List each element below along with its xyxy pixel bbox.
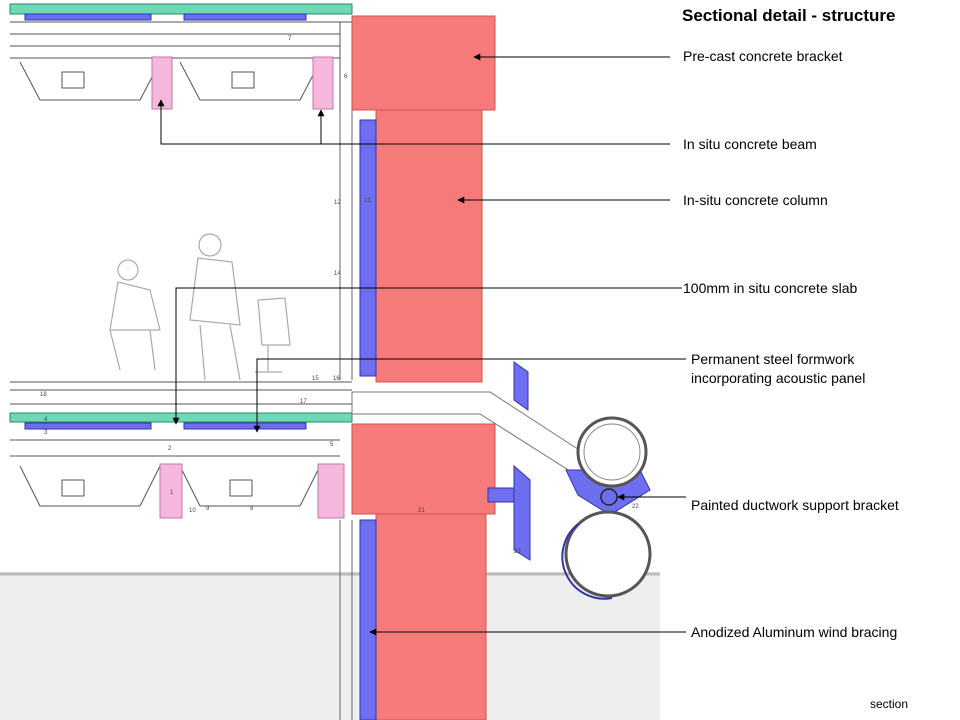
drawing-number: 9: [206, 506, 210, 512]
duct-lower: [564, 510, 652, 598]
insitu-concrete-column-upper: [375, 109, 483, 383]
precast-concrete-bracket-lower: [351, 423, 496, 515]
leader-slab: [172, 287, 682, 425]
callout-formwork-line1: Permanent steel formwork: [691, 351, 855, 367]
page-title: Sectional detail - structure: [682, 6, 896, 25]
upper-insitu-beam-right: [312, 56, 334, 110]
upper-acoustic-panel-left: [24, 13, 152, 21]
callout-duct-bracket: Painted ductwork support bracket: [691, 497, 899, 513]
paper-shade-band: [0, 572, 660, 720]
people-silhouettes: [109, 233, 291, 381]
drawing-number: 1: [170, 490, 174, 496]
duct-bracket-fin-lower: [513, 464, 531, 561]
drawing-number: 14: [334, 271, 341, 277]
middle-acoustic-panel-left: [24, 422, 152, 430]
lower-insitu-beam-right: [317, 463, 345, 519]
lower-insitu-beam-left: [159, 463, 183, 519]
callout-formwork-line2: incorporating acoustic panel: [691, 370, 866, 386]
callout-slab: 100mm in situ concrete slab: [683, 280, 858, 296]
duct-bracket-fin-upper: [513, 361, 529, 411]
insitu-concrete-column-lower: [375, 513, 487, 720]
drawing-number: 23: [514, 549, 521, 555]
drawing-number: 17: [300, 399, 307, 405]
drawing-number: 6: [344, 74, 348, 80]
duct-bracket-stub: [487, 487, 515, 503]
duct-upper: [576, 416, 648, 488]
leader-formwork: [253, 358, 686, 433]
duct-lower-wrap: [561, 523, 613, 600]
drawing-number: 2: [168, 446, 172, 452]
upper-acoustic-panel-right: [183, 13, 307, 21]
middle-floor-finish: [9, 412, 353, 423]
duct-hanger-pin: [600, 488, 618, 506]
drawing-number: 5: [330, 442, 334, 448]
drawing-number: 16: [333, 376, 340, 382]
callout-insitu-column: In-situ concrete column: [683, 192, 828, 208]
drawing-number: 10: [189, 508, 196, 514]
leader-lines: [157, 53, 686, 636]
drawing-number: 13: [364, 198, 371, 204]
precast-concrete-bracket-upper: [351, 15, 496, 111]
upper-floor-assembly: [9, 3, 353, 110]
drawing-number: 4: [44, 417, 48, 423]
upper-insitu-beam-left: [151, 56, 173, 110]
duct-upper-inner: [583, 423, 641, 481]
drawing-number: 12: [334, 200, 341, 206]
ductwork-assembly: [351, 361, 652, 600]
middle-floor-assembly: [9, 381, 353, 507]
drawing-number: 15: [312, 376, 319, 382]
drawing-number: 3: [44, 430, 48, 436]
callout-insitu-beam: In situ concrete beam: [683, 136, 817, 152]
upper-floor-finish: [9, 3, 353, 15]
wind-bracing-upper: [359, 119, 377, 377]
callout-wind-bracing: Anodized Aluminum wind bracing: [691, 624, 898, 640]
mullion-lines: [339, 110, 353, 720]
drawing-number: 8: [250, 506, 254, 512]
drawing-number: 21: [418, 508, 425, 514]
middle-acoustic-panel-right: [183, 422, 307, 430]
drawing-number: 22: [632, 504, 639, 510]
drawing-numbers: 7 6 12 13 14 15 16 17 18 4 3 2 5 1 10 9 …: [40, 36, 639, 555]
callout-precast-bracket: Pre-cast concrete bracket: [683, 48, 843, 64]
drawing-number: 7: [288, 36, 292, 42]
wind-bracing-lower: [359, 519, 377, 720]
footer-section-label: section: [870, 697, 909, 711]
leader-insitu-beam-left: [157, 99, 321, 145]
drawing-number: 18: [40, 392, 47, 398]
